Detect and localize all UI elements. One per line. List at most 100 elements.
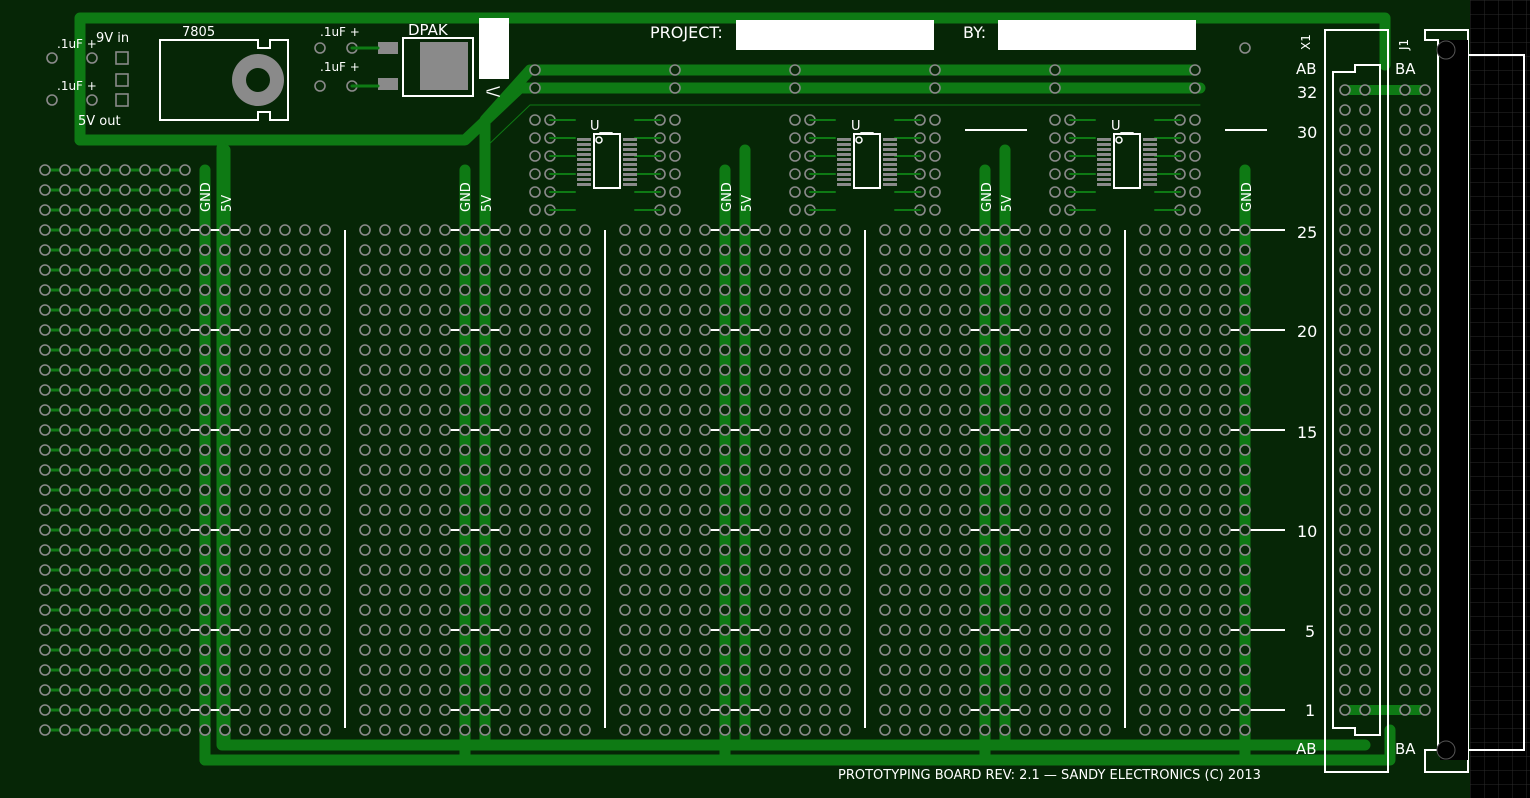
- connector-pad: [1419, 324, 1431, 336]
- rail-pad: [979, 324, 991, 336]
- pad: [1219, 224, 1231, 236]
- pad: [299, 704, 311, 716]
- pad: [779, 384, 791, 396]
- pad: [939, 584, 951, 596]
- rail-label-5v-2: 5V: [480, 195, 495, 212]
- rail-pad: [999, 544, 1011, 556]
- pad: [899, 444, 911, 456]
- pad: [819, 564, 831, 576]
- pad: [179, 424, 191, 436]
- smd-pad: [1143, 158, 1157, 161]
- pad: [259, 244, 271, 256]
- pad: [79, 564, 91, 576]
- smd-pad: [623, 138, 637, 141]
- rail-pad: [719, 544, 731, 556]
- pad: [679, 684, 691, 696]
- pad: [619, 284, 631, 296]
- pad: [1179, 504, 1191, 516]
- pad: [399, 604, 411, 616]
- pad: [659, 564, 671, 576]
- pad: [919, 724, 931, 736]
- pad: [319, 464, 331, 476]
- pad: [1039, 684, 1051, 696]
- smd-pad: [623, 178, 637, 181]
- pad: [1039, 624, 1051, 636]
- pad: [139, 404, 151, 416]
- pad: [839, 624, 851, 636]
- pad: [439, 664, 451, 676]
- rail-pad: [999, 524, 1011, 536]
- pad: [819, 264, 831, 276]
- pad: [639, 644, 651, 656]
- rail-pad: [739, 264, 751, 276]
- pad: [399, 684, 411, 696]
- pad: [839, 444, 851, 456]
- pad: [1219, 404, 1231, 416]
- pad: [579, 364, 591, 376]
- pad: [899, 424, 911, 436]
- pad: [359, 504, 371, 516]
- smd-pad: [577, 163, 591, 166]
- pad: [439, 424, 451, 436]
- pad: [499, 324, 511, 336]
- pad: [159, 604, 171, 616]
- connector-pad: [1339, 644, 1351, 656]
- pad: [959, 324, 971, 336]
- pad: [1179, 304, 1191, 316]
- pad: [1139, 704, 1151, 716]
- pad: [899, 564, 911, 576]
- pad: [579, 684, 591, 696]
- pad: [539, 384, 551, 396]
- rail-pad: [739, 384, 751, 396]
- connector-pad: [1419, 544, 1431, 556]
- pad: [699, 644, 711, 656]
- pad: [439, 404, 451, 416]
- pad: [939, 684, 951, 696]
- pad: [699, 604, 711, 616]
- pad: [179, 524, 191, 536]
- pad: [639, 384, 651, 396]
- pad: [419, 344, 431, 356]
- pad: [239, 444, 251, 456]
- rail-pad: [979, 504, 991, 516]
- rail-pad: [999, 324, 1011, 336]
- pad: [139, 724, 151, 736]
- pad: [839, 404, 851, 416]
- pad: [259, 644, 271, 656]
- pad: [639, 584, 651, 596]
- pad: [1059, 684, 1071, 696]
- pad: [679, 364, 691, 376]
- pad: [119, 724, 131, 736]
- pad: [419, 584, 431, 596]
- pad: [699, 624, 711, 636]
- pad: [839, 684, 851, 696]
- pad: [659, 664, 671, 676]
- connector-pad: [1419, 464, 1431, 476]
- connector-pad: [1399, 644, 1411, 656]
- ic-pad: [1049, 114, 1061, 126]
- row-number-32: 32: [1297, 83, 1317, 102]
- pad: [519, 584, 531, 596]
- pad: [119, 164, 131, 176]
- pad: [279, 224, 291, 236]
- pad: [1159, 664, 1171, 676]
- j1-body: [1440, 40, 1468, 760]
- pad: [239, 644, 251, 656]
- pad: [139, 584, 151, 596]
- connector-pad: [1359, 104, 1371, 116]
- pad: [419, 524, 431, 536]
- ic-pad: [669, 168, 681, 180]
- pad: [779, 224, 791, 236]
- pad: [1179, 424, 1191, 436]
- pad: [119, 264, 131, 276]
- rail-pad: [479, 524, 491, 536]
- smd-pad: [837, 178, 851, 181]
- pad: [899, 344, 911, 356]
- pad: [439, 604, 451, 616]
- pad: [1159, 584, 1171, 596]
- pad: [879, 264, 891, 276]
- pad: [119, 284, 131, 296]
- connector-pad: [1419, 224, 1431, 236]
- pad: [779, 724, 791, 736]
